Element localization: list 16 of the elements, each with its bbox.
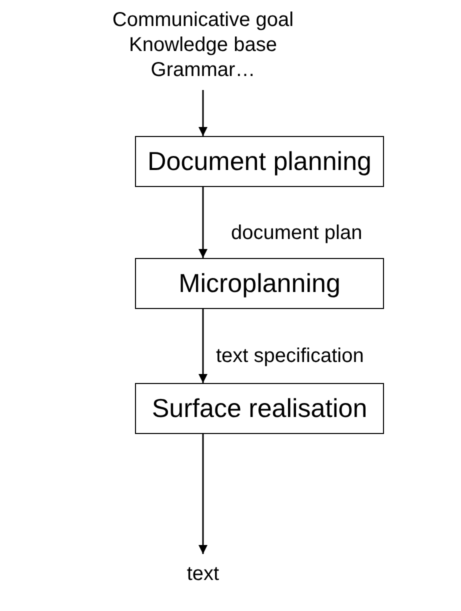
text-label: text [186, 562, 220, 586]
text-label: Communicative goal [112, 8, 294, 32]
box-label: Surface realisation [152, 393, 368, 424]
process-box [135, 258, 384, 309]
edge-label: document plan [231, 222, 362, 245]
text-label: Knowledge base [129, 32, 277, 58]
edge-label: text specification [216, 345, 364, 368]
box-label: Microplanning [178, 268, 340, 299]
box-label: Document planning [147, 146, 372, 177]
text-label: Grammar… [150, 58, 256, 82]
arrow [198, 187, 208, 258]
process-box [135, 136, 384, 187]
arrow [198, 309, 208, 383]
process-box [135, 383, 384, 434]
arrow [198, 434, 208, 554]
arrow [198, 90, 208, 136]
